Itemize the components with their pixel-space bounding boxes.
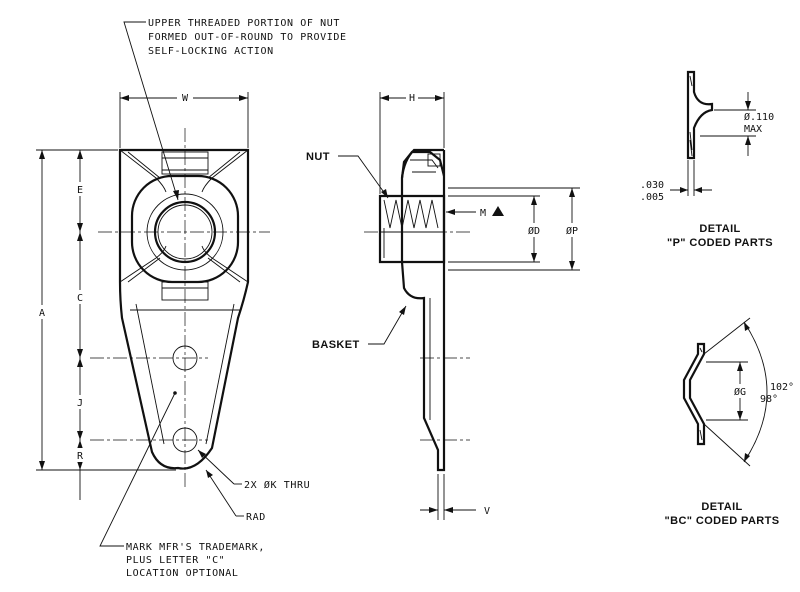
detail-p-title-1: DETAIL [699,223,740,235]
detail-p-section [686,70,714,160]
threaded-note-line-2: FORMED OUT-OF-ROUND TO PROVIDE [148,32,347,43]
nut-callout: NUT [306,151,389,199]
thru-hole-note: 2X ØK THRU [197,449,310,491]
detail-bc-title-1: DETAIL [701,501,742,513]
threaded-note-line-3: SELF-LOCKING ACTION [148,46,274,57]
dim-h: H [409,93,415,104]
detail-bc: ØG 102° 98° DETAIL "BC" CODED PARTS [664,317,794,527]
rad-note: RAD [205,469,266,523]
dim-m: M [480,208,486,219]
dim-v: V [484,506,490,517]
side-view-plate [400,150,446,472]
rad-label: RAD [246,512,266,523]
dim-r: R [77,451,84,462]
trademark-note-line-3: LOCATION OPTIONAL [126,568,239,579]
basket-top-left-flare [119,149,167,193]
threaded-note-line-1: UPPER THREADED PORTION OF NUT [148,18,340,29]
detail-bc-section [682,342,706,446]
dim-e: E [77,185,83,196]
dim-p: ØP [566,225,578,237]
dim-j: J [77,398,83,409]
trademark-note-line-2: PLUS LETTER "C" [126,555,225,566]
thru-hole-label: 2X ØK THRU [244,479,310,491]
front-view: W A E C J R [36,91,270,500]
dim-a: A [39,308,45,319]
detail-bc-angle-min: 98° [760,394,778,405]
basket-callout: BASKET [312,305,407,351]
threaded-note: UPPER THREADED PORTION OF NUT FORMED OUT… [123,18,347,201]
detail-bc-angle-max: 102° [770,382,794,393]
detail-p-title-2: "P" CODED PARTS [667,237,773,249]
basket-label: BASKET [312,339,360,351]
dim-d: ØD [528,225,540,237]
dim-w: W [182,93,189,104]
side-view-nut [378,194,446,264]
detail-p: Ø.110 MAX .030 .005 DETAIL "P" CODED PAR… [640,70,774,249]
m-triangle-marker [492,206,504,216]
nut-label: NUT [306,151,330,163]
dim-c: C [77,293,83,304]
basket-bottom-left-flare [119,245,167,283]
detail-p-thk-min: .005 [640,192,664,203]
detail-p-hole-max: MAX [744,124,762,135]
side-view: H ØD ØP M V [364,91,584,520]
side-view-threads [380,199,444,258]
detail-bc-title-2: "BC" CODED PARTS [664,515,779,527]
detail-bc-g-dim: ØG [734,386,746,398]
detail-p-hole-dim: Ø.110 [744,111,774,123]
front-view-outline [118,148,250,470]
trademark-note: MARK MFR'S TRADEMARK, PLUS LETTER "C" LO… [99,392,265,579]
detail-p-thk-max: .030 [640,180,664,191]
trademark-note-line-1: MARK MFR'S TRADEMARK, [126,542,265,553]
